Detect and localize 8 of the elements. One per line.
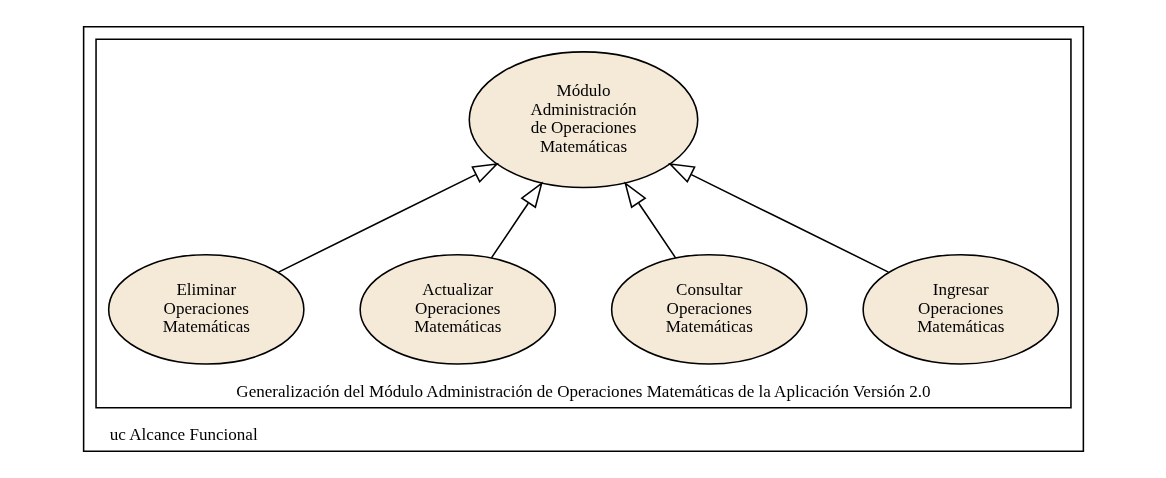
arrow xyxy=(490,181,543,259)
node-ellipse: Actualizar Operaciones Matemáticas xyxy=(358,253,556,365)
arrow xyxy=(623,181,676,259)
node-ellipse: Ingresar Operaciones Matemáticas xyxy=(861,253,1059,365)
arrow xyxy=(667,163,889,273)
arrow xyxy=(277,163,499,273)
node-ellipse: Eliminar Operaciones Matemáticas xyxy=(107,253,305,365)
node-ellipse: Consultar Operaciones Matemáticas xyxy=(610,253,808,365)
